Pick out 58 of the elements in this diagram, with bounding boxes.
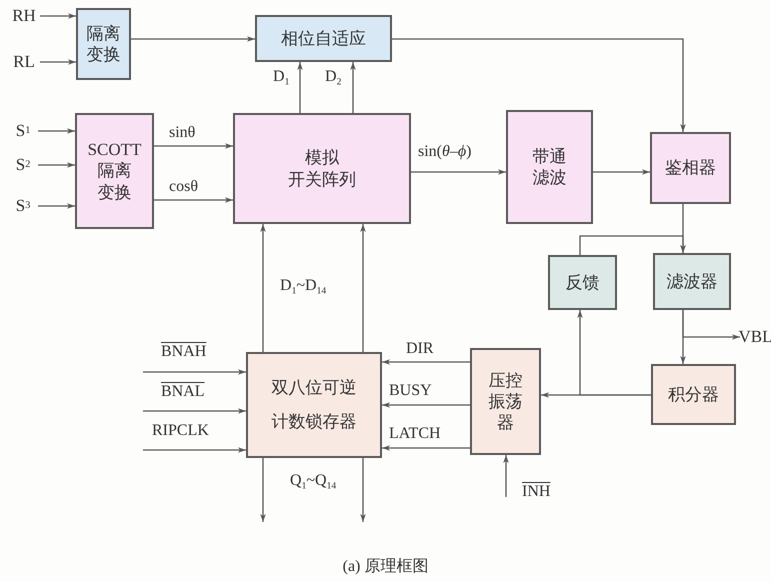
block-label: 鉴相器	[665, 157, 716, 179]
arrow	[38, 162, 75, 168]
block-label: 滤波器	[666, 270, 718, 292]
block-label: 积分器	[668, 384, 719, 406]
signal-label: RH	[8, 6, 40, 26]
arrow	[392, 38, 686, 132]
bus-label: D$_{1}$~D$_{14}$	[280, 277, 326, 295]
arrow	[260, 458, 266, 522]
block-label: SCOTT 隔离变换	[88, 139, 142, 203]
block-label: 相位自适应	[281, 28, 366, 50]
process-box	[548, 255, 617, 310]
arrow	[260, 224, 266, 352]
arrow	[131, 36, 255, 42]
edge-label: D$_{2}$	[324, 68, 342, 86]
arrow	[360, 224, 366, 352]
arrow	[40, 59, 76, 65]
process-box	[653, 253, 731, 310]
block-label: 压控振荡器	[488, 370, 522, 434]
arrow	[382, 445, 470, 451]
arrow	[382, 402, 470, 408]
arrow	[503, 455, 509, 497]
process-box	[650, 132, 731, 204]
block-label: 反馈	[566, 272, 600, 294]
arrow	[593, 169, 650, 175]
signal-label: VBL	[740, 327, 771, 347]
arrow	[577, 310, 651, 396]
arrow	[382, 359, 470, 365]
block-label: 带通滤波	[532, 146, 566, 188]
arrow	[40, 13, 76, 19]
signal-label: RL	[8, 52, 40, 72]
process-box	[506, 110, 593, 224]
process-box	[76, 8, 131, 80]
block-label: 隔离变换	[86, 22, 120, 66]
process-box	[233, 113, 411, 224]
arrow	[297, 62, 303, 113]
arrow	[360, 458, 366, 522]
arrow	[682, 310, 740, 340]
arrow	[38, 203, 75, 209]
block-label: 双八位可逆计数锁存器	[272, 377, 356, 433]
arrow	[154, 143, 233, 149]
arrow	[350, 62, 356, 113]
arrow	[143, 369, 246, 375]
edge-label: sin(θ–ϕ)	[417, 143, 472, 161]
arrow	[38, 128, 75, 134]
block-label: 模拟开关阵列	[288, 147, 356, 190]
arrow	[154, 197, 233, 203]
arrow	[143, 447, 246, 453]
process-box	[651, 364, 736, 425]
edge-label: D$_{1}$	[272, 68, 290, 86]
process-box	[75, 113, 154, 229]
process-box	[255, 15, 392, 62]
process-box	[246, 352, 382, 458]
process-box	[470, 348, 541, 455]
arrow	[143, 408, 246, 414]
arrow	[579, 235, 686, 255]
arrow	[411, 169, 506, 175]
caption: (a) 原理框图	[342, 558, 428, 575]
bus-label: Q$_{1}$~Q$_{14}$	[290, 472, 336, 490]
